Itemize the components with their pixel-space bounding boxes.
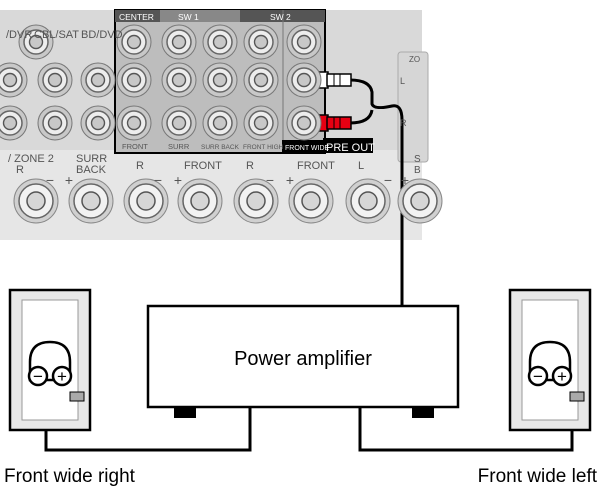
terminal-sign: + (401, 172, 409, 188)
speaker-left-caption: Front wide left (478, 466, 598, 487)
pre-out-top-label: SW 2 (270, 12, 291, 22)
terminal-label: FRONT (297, 160, 335, 172)
terminal-label: BACK (76, 164, 107, 176)
power-amplifier: Power amplifier (146, 304, 460, 418)
terminal-label: R (16, 164, 24, 176)
terminal-label: B (414, 165, 421, 176)
terminal-sign: + (174, 172, 182, 188)
rca-jack (243, 105, 279, 141)
source-label: CBL/SAT (34, 29, 79, 41)
speaker-right-caption: Front wide right (4, 466, 136, 487)
terminal-label: R (246, 160, 254, 172)
speaker-terminal (288, 178, 334, 224)
pre-out-top-label: SW 1 (178, 12, 199, 22)
speaker-terminal (177, 178, 223, 224)
source-label: /DVR (6, 29, 32, 41)
terminal-minus-sign: − (533, 367, 543, 386)
side-letter: L (400, 76, 405, 86)
rca-jack (116, 105, 152, 141)
terminal-plus-sign: + (557, 367, 567, 386)
terminal-sign: − (46, 172, 54, 188)
pre-out-top-label: CENTER (119, 12, 154, 22)
amplifier-label: Power amplifier (234, 348, 372, 370)
pre-out-bottom-label: SURR BACK (201, 144, 240, 151)
terminal-sign: − (154, 172, 162, 188)
rca-jack (243, 24, 279, 60)
rca-jack (161, 105, 197, 141)
rca-jack (202, 24, 238, 60)
side-letter: R (400, 118, 407, 128)
rca-jack (80, 62, 116, 98)
pre-out-bottom-label: FRONT WIDE (285, 145, 330, 152)
terminal-label: S (414, 154, 421, 165)
rca-jack-pre-out (286, 62, 322, 98)
terminal-sign: − (384, 172, 392, 188)
rca-jack (37, 105, 73, 141)
rca-jack (243, 62, 279, 98)
source-label: BD/DVD (81, 29, 123, 41)
terminal-sign: − (266, 172, 274, 188)
rca-jack (80, 105, 116, 141)
speaker-right: − + (8, 288, 92, 432)
rca-jack-pre-out (286, 105, 322, 141)
speaker-left: − + (508, 288, 592, 432)
rca-jack (202, 62, 238, 98)
rca-jack (161, 62, 197, 98)
terminal-label: L (358, 160, 364, 172)
rca-jack (286, 24, 322, 60)
pre-out-bottom-label: SURR (168, 142, 190, 151)
pre-out-bottom-label: FRONT HIGH (243, 144, 284, 151)
terminal-label: / ZONE 2 (8, 153, 54, 165)
terminal-label: SURR (76, 153, 107, 165)
terminal-label: R (136, 160, 144, 172)
rca-jack (161, 24, 197, 60)
speaker-terminal (68, 178, 114, 224)
terminal-minus-sign: − (33, 367, 43, 386)
rca-jack (202, 105, 238, 141)
zone-partial-label: ZO (409, 55, 420, 64)
signal-cable (349, 78, 404, 308)
rca-jack (37, 62, 73, 98)
pre-out-badge: PRE OUT (326, 142, 375, 154)
pre-out-bottom-label: FRONT (122, 142, 148, 151)
terminal-sign: + (286, 172, 294, 188)
rca-jack (116, 62, 152, 98)
terminal-plus-sign: + (57, 367, 67, 386)
terminal-sign: + (65, 172, 73, 188)
terminal-label: FRONT (184, 160, 222, 172)
